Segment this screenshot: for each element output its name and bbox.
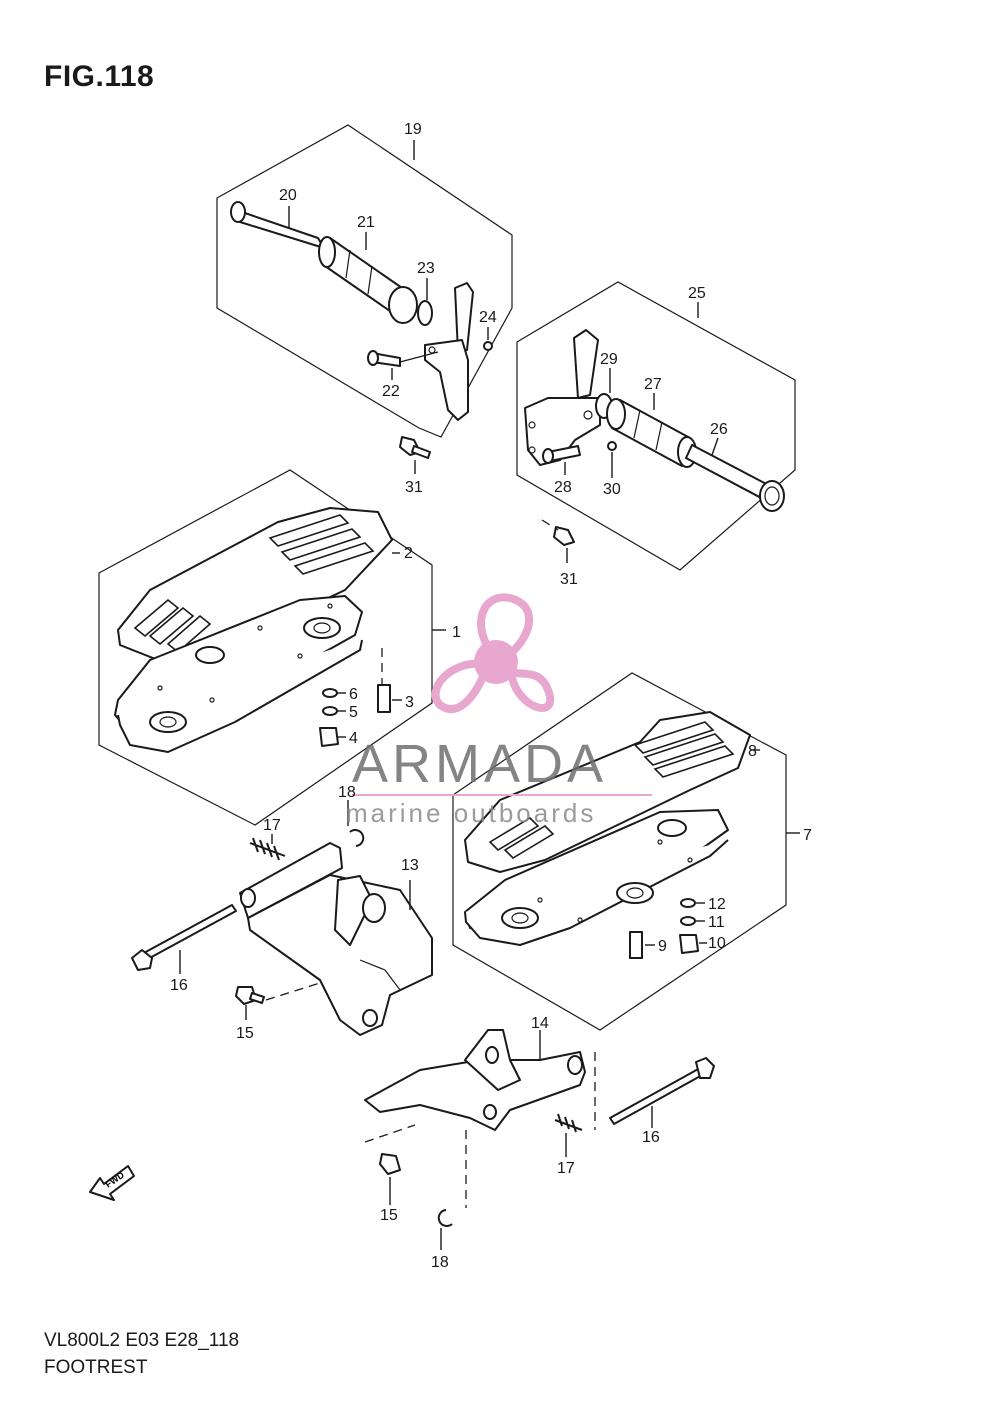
callout-23: 23 (417, 260, 435, 277)
spring-17-right (554, 1113, 583, 1157)
peg-rubber-27 (606, 393, 697, 468)
callout-26: 26 (710, 421, 728, 438)
callout-28: 28 (554, 479, 572, 496)
callout-6: 6 (349, 686, 358, 703)
callout-24: 24 (479, 309, 497, 326)
clip-18-lower (437, 1209, 453, 1250)
footrest-bracket-14 (364, 1029, 596, 1208)
nut-10 (679, 934, 707, 954)
floorboard-plate-1 (114, 595, 383, 753)
bolt-15-left (235, 982, 321, 1020)
peg-shaft-26 (685, 437, 785, 512)
callout-30: 30 (603, 481, 621, 498)
washer-6 (322, 688, 346, 698)
spring-17-left (249, 834, 286, 861)
callout-15-right: 15 (380, 1207, 398, 1224)
clip-18-upper (347, 800, 365, 847)
bolt-16-left (131, 904, 237, 974)
bolt-31-left (399, 436, 431, 474)
pin-22 (367, 350, 439, 380)
callout-22: 22 (382, 383, 400, 400)
callout-7: 7 (803, 827, 812, 844)
callout-5: 5 (349, 704, 358, 721)
peg-bracket-left (424, 282, 474, 421)
bolt-9 (629, 931, 655, 959)
assembly-19-frame (216, 124, 513, 438)
callout-11: 11 (708, 914, 725, 931)
fwd-arrow-icon: FWD (89, 1165, 135, 1201)
pin-28 (542, 445, 581, 475)
callout-16-right: 16 (642, 1129, 660, 1146)
callout-19: 19 (404, 121, 422, 138)
watermark-brand: ARMADA (352, 734, 607, 794)
figure-title: FIG.118 (44, 60, 155, 93)
callout-29: 29 (600, 351, 618, 368)
propeller-icon (431, 593, 555, 713)
callout-16-left: 16 (170, 977, 188, 994)
callout-21: 21 (357, 214, 375, 231)
peg-shaft-20 (230, 201, 325, 249)
floorboard-plate-7 (464, 809, 729, 946)
callout-1: 1 (452, 624, 461, 641)
callout-14: 14 (531, 1015, 549, 1032)
washer-11 (680, 916, 705, 926)
bolt-31-right (541, 519, 575, 563)
assembly-25-frame (516, 281, 796, 571)
model-code: VL800L2 E03 E28_118 (44, 1330, 240, 1351)
callout-31-right: 31 (560, 571, 578, 588)
peg-rubber-21 (318, 232, 418, 324)
propeller-hub (474, 640, 518, 684)
floorboard-mat-8 (464, 711, 760, 873)
callout-20: 20 (279, 187, 297, 204)
callout-25: 25 (688, 285, 706, 302)
bolt-16-right (609, 1057, 715, 1128)
callout-13: 13 (401, 857, 419, 874)
callout-8: 8 (748, 743, 757, 760)
callout-2: 2 (404, 545, 413, 562)
nut-4 (319, 727, 346, 747)
callout-27: 27 (644, 376, 662, 393)
callout-15-left: 15 (236, 1025, 254, 1042)
assembly-7-frame (452, 672, 800, 1031)
callout-17-left: 17 (263, 817, 281, 834)
footrest-bracket-13 (239, 842, 433, 1036)
washer-23 (417, 278, 433, 326)
callout-31-left: 31 (405, 479, 423, 496)
callout-4: 4 (349, 730, 358, 747)
watermark-tagline: marine outboards (346, 798, 596, 828)
assembly-1-frame (98, 469, 446, 826)
clip-24 (483, 327, 493, 351)
floorboard-mat-2 (117, 507, 400, 661)
watermark-logo: ARMADA marine outboards (346, 593, 652, 828)
callout-18-lower: 18 (431, 1254, 449, 1271)
washer-12 (680, 898, 705, 908)
figure-name: FOOTREST (44, 1357, 148, 1378)
callout-12: 12 (708, 896, 726, 913)
callout-10: 10 (708, 935, 726, 952)
callout-17-right: 17 (557, 1160, 575, 1177)
bolt-15-right (379, 1153, 401, 1205)
washer-5 (322, 706, 346, 716)
peg-bracket-right (524, 329, 601, 466)
callout-3: 3 (405, 694, 414, 711)
callout-9: 9 (658, 938, 667, 955)
clip-30 (607, 441, 617, 478)
callout-labels: 19 20 21 23 24 22 31 25 29 27 26 28 30 3… (170, 121, 812, 1271)
bolt-3 (377, 684, 402, 713)
callout-18-upper: 18 (338, 784, 356, 801)
